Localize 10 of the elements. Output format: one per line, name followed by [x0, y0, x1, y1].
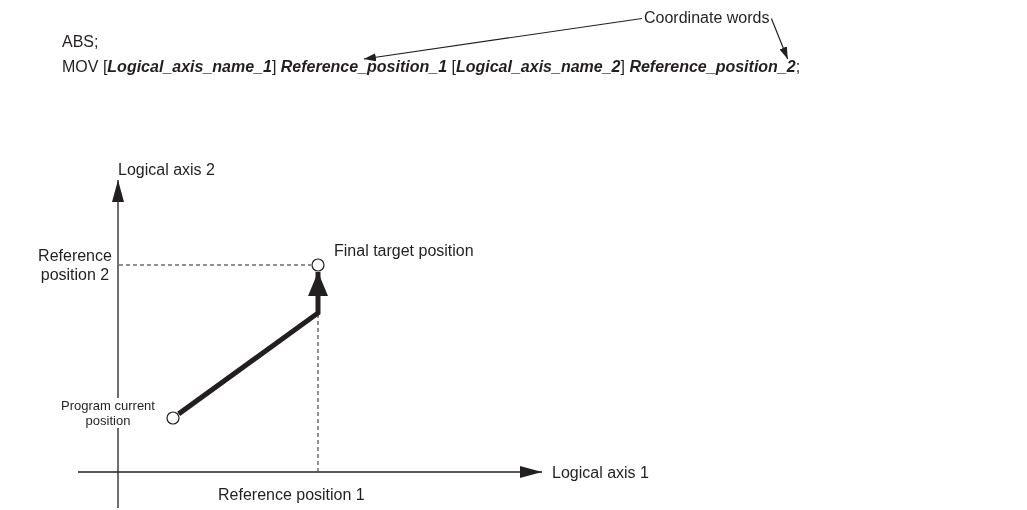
leader-arrow	[363, 17, 643, 62]
code-line: ABS;	[62, 32, 99, 51]
axis-value-label: Reference position 2	[37, 246, 113, 284]
axis-label: Logical axis 1	[552, 463, 649, 482]
leader-arrow	[770, 17, 789, 60]
axis-value-label: Reference position 1	[218, 485, 365, 504]
axis-label: Logical axis 2	[118, 160, 215, 179]
callout-text: Coordinate words	[644, 8, 770, 27]
code-line: MOV [Logical_axis_name_1] Reference_position_1 [Logical_axis_name_2] Reference_position_2;	[62, 57, 801, 76]
movement-arrow	[177, 272, 328, 416]
